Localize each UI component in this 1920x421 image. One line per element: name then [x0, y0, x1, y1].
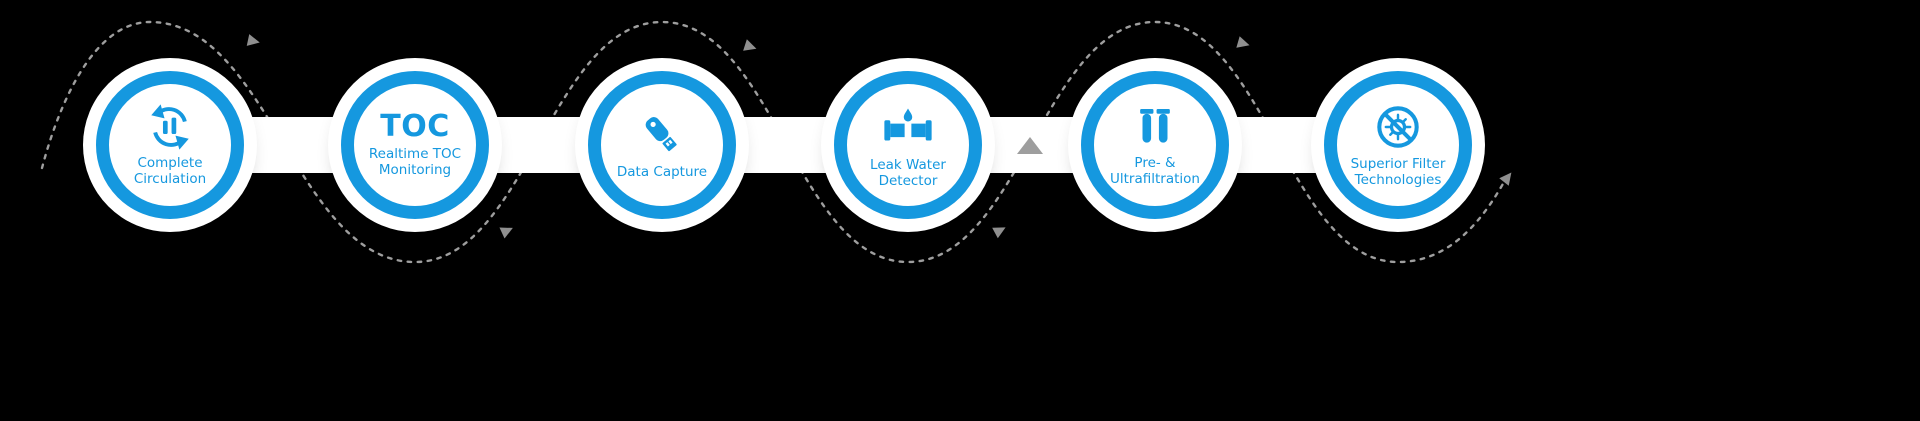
step-label: Superior Filter Technologies	[1350, 156, 1446, 188]
node-connector	[722, 117, 848, 173]
node-connector	[1215, 117, 1338, 173]
usb-drive-icon	[636, 109, 688, 161]
step-node-complete-circulation: Complete Circulation	[96, 71, 244, 219]
up-arrowhead-icon	[1017, 137, 1043, 154]
step-node-data-capture: Data Capture	[588, 71, 736, 219]
step-node-toc-monitoring: TOC Realtime TOC Monitoring	[341, 71, 489, 219]
circulation-icon	[145, 102, 195, 152]
step-label: Data Capture	[616, 164, 708, 181]
arrowhead-icon	[1236, 36, 1250, 48]
arrowhead-icon	[246, 34, 260, 46]
step-node-superior-filter: Superior Filter Technologies	[1324, 71, 1472, 219]
no-germs-filter-icon	[1372, 101, 1424, 153]
step-label: Pre- & Ultrafiltration	[1110, 155, 1200, 187]
step-node-pre-ultrafiltration: Pre- & Ultrafiltration	[1081, 71, 1229, 219]
node-connector	[475, 117, 602, 173]
filter-cartridges-icon	[1130, 102, 1180, 152]
arrowhead-icon	[743, 39, 757, 51]
arrowhead-icon	[1499, 172, 1512, 186]
step-node-leak-water-detector: Leak Water Detector	[834, 71, 982, 219]
node-connector	[230, 117, 355, 173]
step-label: Realtime TOC Monitoring	[368, 145, 462, 178]
pipe-leak-icon	[881, 100, 935, 154]
arrowhead-icon	[992, 227, 1006, 239]
step-label: Leak Water Detector	[870, 157, 946, 189]
arrowhead-icon	[499, 227, 513, 239]
flow-arrowheads	[246, 34, 1512, 239]
toc-text: TOC	[380, 108, 450, 144]
step-label: Complete Circulation	[133, 155, 207, 187]
